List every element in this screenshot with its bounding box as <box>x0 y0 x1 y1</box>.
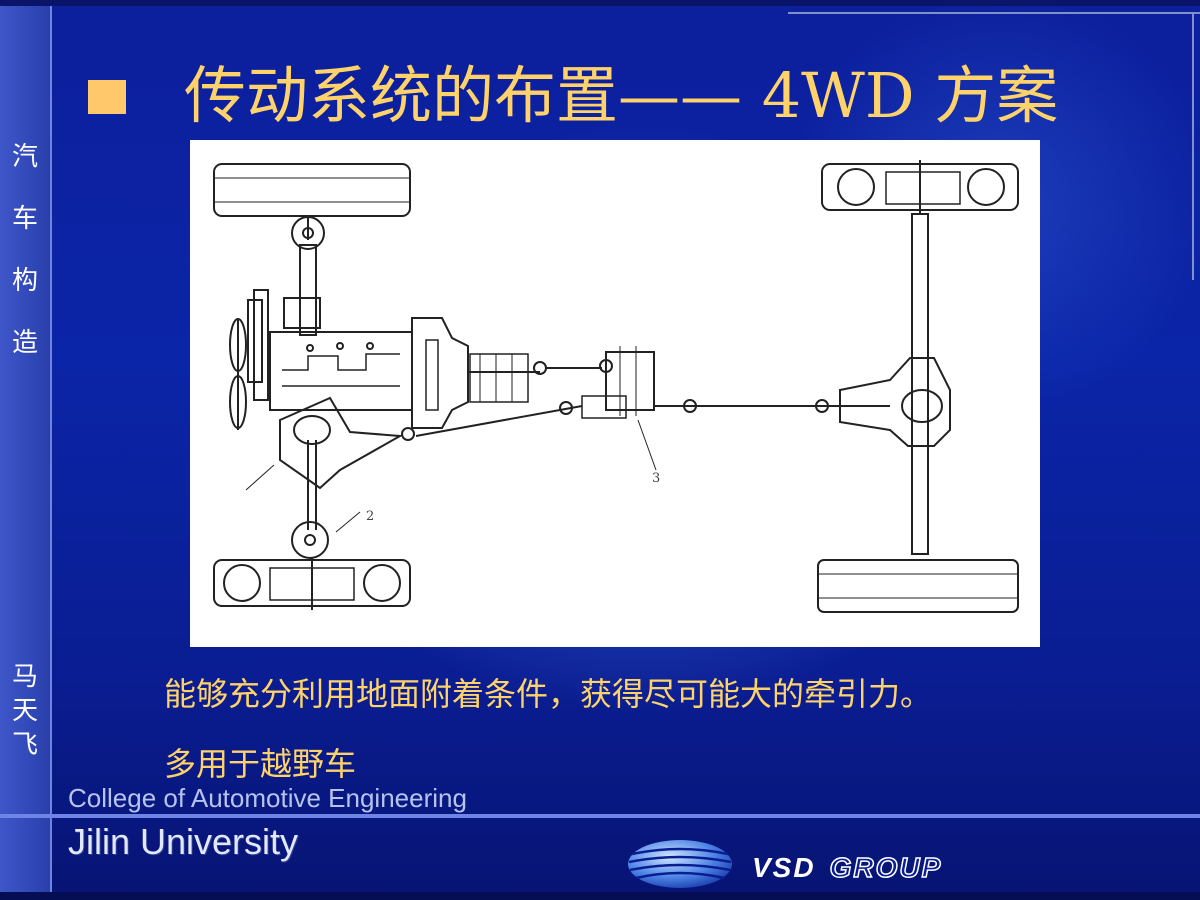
sidebar-char: 造 <box>11 328 38 358</box>
vsd-globe-logo-icon <box>628 840 732 888</box>
bottom-strip <box>0 892 1200 900</box>
drivetrain-drawing: 2 3 <box>213 160 1019 613</box>
sidebar-char: 构 <box>11 266 38 296</box>
sidebar-char: 车 <box>11 204 38 234</box>
left-sidebar: 汽 车 构 造 马 天 飞 <box>0 6 52 892</box>
corner-line-horizontal <box>788 12 1200 14</box>
square-bullet-icon <box>88 80 126 114</box>
logo-part-vsd: VSD <box>752 852 816 883</box>
university-name: Jilin University <box>68 821 299 862</box>
description-line-1: 能够充分利用地面附着条件，获得尽可能大的牵引力。 <box>164 675 933 713</box>
vsd-group-logo: VSD GROUP <box>752 850 942 886</box>
author-char: 飞 <box>11 730 38 760</box>
drivetrain-diagram: 2 3 <box>190 140 1040 647</box>
footer-divider <box>0 814 1200 818</box>
top-strip <box>0 0 1200 6</box>
author-char: 马 <box>11 662 38 692</box>
diagram-label-2: 2 <box>366 509 374 524</box>
logo-part-group: GROUP <box>829 851 943 884</box>
corner-line-vertical <box>1192 12 1194 280</box>
diagram-label-3: 3 <box>652 471 660 486</box>
author-char: 天 <box>11 696 38 726</box>
college-name: College of Automotive Engineering <box>68 783 467 813</box>
description-line-2: 多用于越野车 <box>164 745 357 783</box>
sidebar-char: 汽 <box>11 142 38 172</box>
slide-title: 传动系统的布置—— 4WD 方案 <box>184 59 1059 132</box>
